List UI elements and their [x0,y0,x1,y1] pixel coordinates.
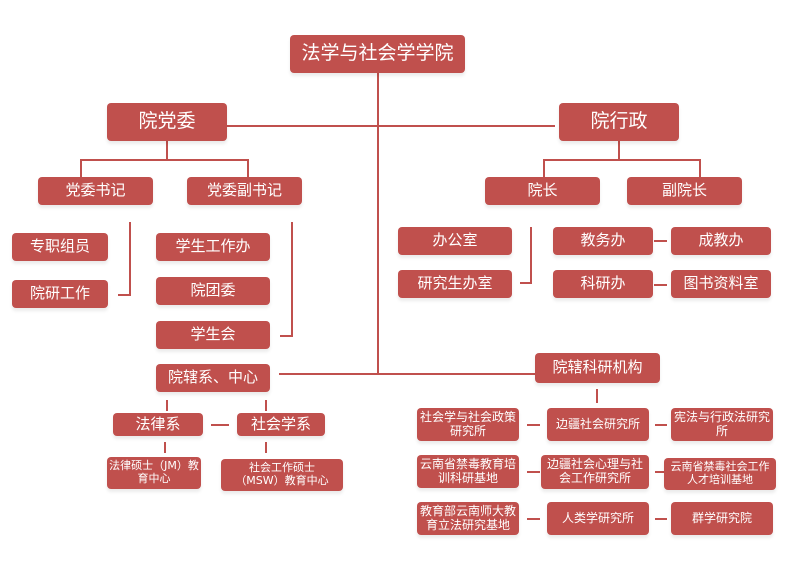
research-unit-node: 边疆社会研究所 [547,408,649,441]
connector [80,159,82,177]
connector [166,400,168,411]
member-node: 院研工作 [12,280,108,308]
connector [265,442,267,453]
connector [80,159,249,161]
connector [530,227,532,284]
connector [280,335,293,337]
connector [655,424,667,426]
connector [527,424,540,426]
connector [527,471,540,473]
office-node: 办公室 [398,227,512,255]
connector [655,471,665,473]
administration-node: 院行政 [559,103,679,141]
connector [247,159,249,177]
connector [520,282,532,284]
connector [166,141,168,160]
connector [279,373,535,375]
research-unit-node: 云南省禁毒教育培训科研基地 [417,455,519,488]
connector [118,294,131,296]
office-node: 研究生办室 [398,270,512,298]
connector [227,125,555,127]
connector [129,222,131,296]
law-center-node: 法律硕士（JM）教育中心 [107,457,201,489]
student-unit-node: 学生工作办 [156,233,270,261]
sociology-department-node: 社会学系 [237,413,325,436]
connector [699,159,701,177]
connector [655,518,667,520]
root-node: 法学与社会学学院 [290,35,465,73]
deputy-secretary-node: 党委副书记 [187,177,302,205]
law-department-node: 法律系 [113,413,203,436]
research-unit-node: 社会学与社会政策研究所 [417,408,519,441]
office-node: 教务办 [553,227,653,255]
connector [265,400,267,411]
research-unit-node: 人类学研究所 [547,502,649,535]
research-unit-node: 群学研究院 [671,502,773,535]
connector [543,159,545,177]
research-unit-node: 教育部云南师大教育立法研究基地 [417,502,519,535]
connector [543,159,701,161]
vice-dean-node: 副院长 [627,177,742,205]
connector [654,240,667,242]
connector [596,389,598,403]
dean-node: 院长 [485,177,600,205]
research-unit-node: 边疆社会心理与社会工作研究所 [541,455,649,489]
connector [377,73,379,373]
research-unit-node: 云南省禁毒社会工作人才培训基地 [664,458,776,490]
connector [291,222,293,337]
member-node: 专职组员 [12,233,108,261]
connector [211,424,229,426]
research-institutes-node: 院辖科研机构 [535,353,660,383]
party-committee-node: 院党委 [107,103,227,141]
office-node: 成教办 [671,227,771,255]
departments-node: 院辖系、中心 [156,364,270,392]
research-unit-node: 宪法与行政法研究所 [671,408,773,441]
connector [618,141,620,160]
student-unit-node: 学生会 [156,321,270,349]
connector [164,442,166,453]
connector [654,284,667,286]
office-node: 科研办 [553,270,653,298]
student-unit-node: 院团委 [156,277,270,305]
msw-center-node: 社会工作硕士（MSW）教育中心 [221,459,343,491]
connector [527,518,540,520]
office-node: 图书资料室 [671,270,771,298]
secretary-node: 党委书记 [38,177,153,205]
